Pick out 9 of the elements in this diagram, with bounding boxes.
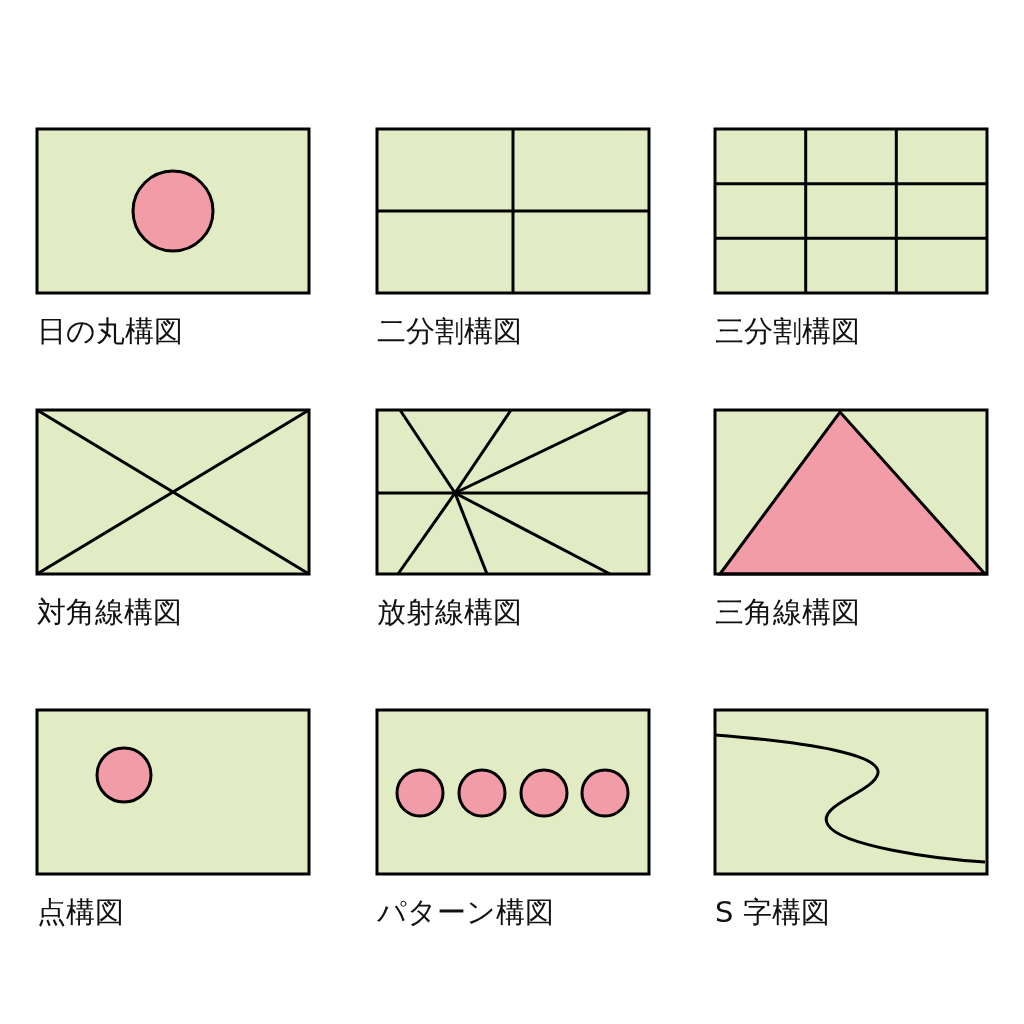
panel-caption: パターン構図: [377, 894, 554, 930]
panel-caption: 二分割構図: [377, 313, 522, 349]
panel-caption: 点構図: [37, 894, 124, 930]
panel-caption: 対角線構図: [37, 594, 182, 630]
panel-caption: 放射線構図: [377, 594, 522, 630]
panel-caption: 三分割構図: [715, 313, 860, 349]
panel-caption: 三角線構図: [715, 594, 860, 630]
panel-caption: 日の丸構図: [37, 313, 183, 349]
panel-caption: S 字構図: [715, 894, 830, 930]
